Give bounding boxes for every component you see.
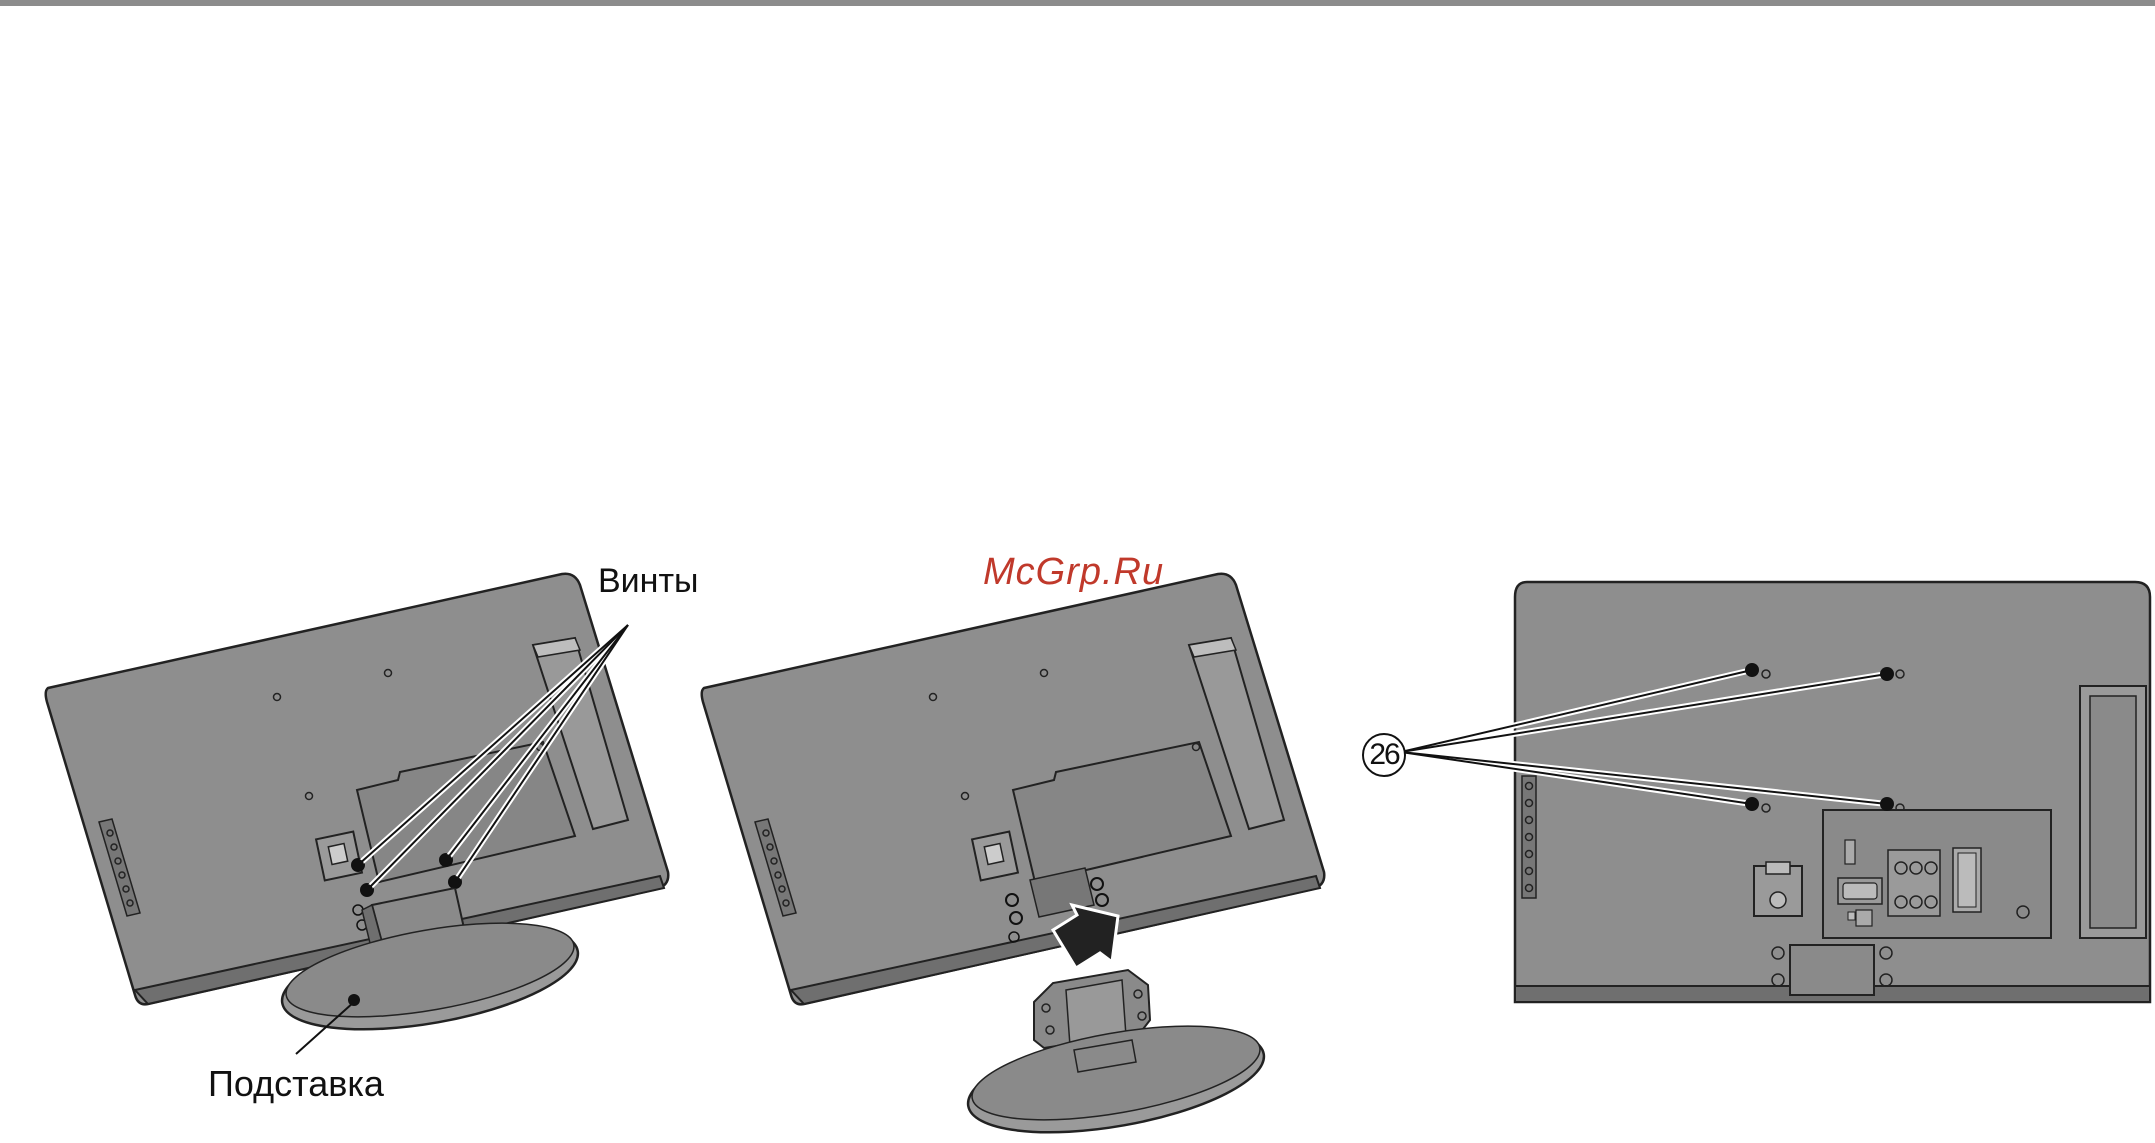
figure-tv-with-stand <box>44 572 670 1055</box>
watermark: McGrp.Ru <box>983 551 1165 593</box>
top-rule <box>0 0 2155 6</box>
screws-label: Винты <box>598 562 699 600</box>
figure-tv-stand-removal <box>700 572 1326 1134</box>
figure-tv-rear <box>1400 580 2152 1004</box>
callout-number-badge: 26 <box>1362 733 1406 777</box>
stand-label: Подставка <box>208 1063 384 1104</box>
